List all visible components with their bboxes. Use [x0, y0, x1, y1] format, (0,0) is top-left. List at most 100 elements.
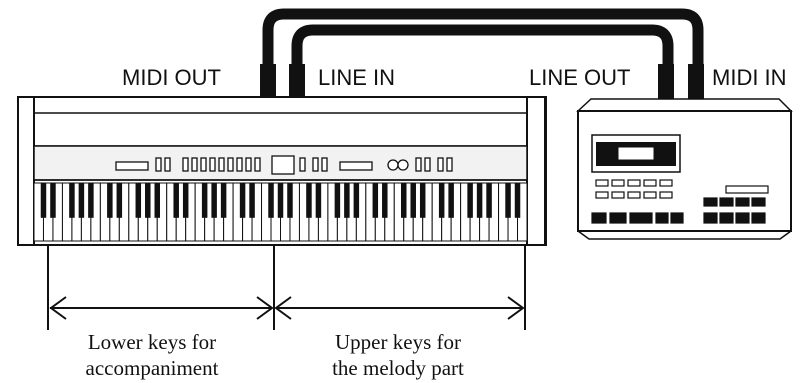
upper-caption-line2: the melody part: [332, 355, 464, 380]
module-button: [595, 179, 609, 187]
cables: [262, 8, 704, 66]
module-base: [577, 230, 792, 240]
black-key: [107, 183, 113, 218]
midi-in-label: MIDI IN: [712, 65, 787, 90]
panel-display-right: [339, 161, 373, 171]
white-keys: [33, 182, 528, 242]
black-key: [201, 183, 208, 218]
right-end-block: [526, 96, 546, 246]
module-transport-button: [591, 212, 607, 224]
panel-switch: [312, 157, 319, 172]
black-key: [116, 183, 123, 218]
black-key: [372, 183, 379, 218]
module-button: [627, 191, 641, 199]
black-key: [306, 183, 312, 218]
black-key: [268, 183, 274, 218]
black-key: [154, 183, 160, 218]
module-button: [643, 191, 657, 199]
midi-out-label: MIDI OUT: [122, 65, 221, 90]
module-transport-button: [670, 212, 684, 224]
black-key: [40, 183, 47, 218]
lower-keys-caption: Lower keys for accompaniment: [52, 330, 252, 381]
black-key: [486, 183, 492, 218]
left-end-block: [17, 96, 35, 246]
black-key: [505, 183, 511, 218]
module-keypad-button: [719, 197, 734, 207]
key-range-markers: [47, 245, 526, 330]
black-key: [382, 183, 388, 218]
black-key: [88, 183, 94, 218]
module-transport-button: [655, 212, 669, 224]
black-key: [69, 183, 75, 218]
black-key: [514, 183, 521, 218]
module-button: [643, 179, 657, 187]
line-out-plug: [658, 64, 674, 104]
black-key: [438, 183, 445, 218]
panel-switch: [254, 157, 261, 172]
black-key: [315, 183, 322, 218]
module-keypad-button: [703, 212, 718, 224]
black-key: [211, 183, 217, 218]
module-button: [595, 191, 609, 199]
lower-range-arrowhead-left: [49, 296, 67, 320]
black-key: [239, 183, 246, 218]
module-model-badge: [725, 185, 769, 194]
panel-switch: [437, 157, 444, 172]
module-button: [659, 191, 673, 199]
module-top-face: [576, 98, 793, 112]
upper-range-arrowhead-left: [274, 296, 292, 320]
module-transport-button: [629, 212, 653, 224]
black-key: [467, 183, 473, 218]
black-keys: [40, 183, 521, 218]
panel-display-left: [115, 161, 149, 171]
plugs: [260, 64, 704, 104]
panel-knob: [397, 159, 409, 171]
panel-switch: [236, 157, 243, 172]
black-key: [50, 183, 56, 218]
sound-module: [576, 98, 793, 240]
black-key: [220, 183, 227, 218]
black-key: [344, 183, 350, 218]
panel-switch: [191, 157, 198, 172]
module-button: [611, 191, 625, 199]
black-key: [78, 183, 85, 218]
module-keypad-button: [719, 212, 734, 224]
panel-switch: [299, 157, 306, 172]
midi-out-plug: [260, 64, 276, 98]
module-keypad-button: [703, 197, 718, 207]
upper-keys-caption: Upper keys for the melody part: [298, 330, 498, 381]
panel-switch: [164, 157, 171, 172]
black-key: [410, 183, 416, 218]
midi-cable-outer: [262, 8, 704, 66]
panel-switch: [227, 157, 234, 172]
panel-controls: [115, 155, 453, 175]
black-key: [448, 183, 454, 218]
panel-switch: [155, 157, 162, 172]
module-keypad-button: [751, 197, 766, 207]
panel-display-center: [271, 155, 295, 175]
black-key: [334, 183, 341, 218]
lower-caption-line1: Lower keys for: [87, 330, 217, 354]
panel-switch: [245, 157, 252, 172]
panel-switch: [218, 157, 225, 172]
black-key: [401, 183, 407, 218]
black-key: [277, 183, 284, 218]
panel-knob: [387, 159, 399, 171]
panel-switch: [200, 157, 207, 172]
panel-switch: [321, 157, 328, 172]
module-button: [627, 179, 641, 187]
module-button: [611, 179, 625, 187]
lower-range-arrowhead-right: [256, 296, 274, 320]
panel-switch: [415, 157, 422, 172]
black-key: [182, 183, 189, 218]
panel-switch: [182, 157, 189, 172]
black-key: [476, 183, 483, 218]
panel-switch: [424, 157, 431, 172]
upper-caption-line1: Upper keys for: [335, 330, 461, 354]
black-key: [353, 183, 360, 218]
line-in-label: LINE IN: [318, 65, 396, 90]
line-cable-inner: [291, 24, 674, 66]
module-transport-button: [609, 212, 627, 224]
upper-range-arrowhead-right: [507, 296, 525, 320]
